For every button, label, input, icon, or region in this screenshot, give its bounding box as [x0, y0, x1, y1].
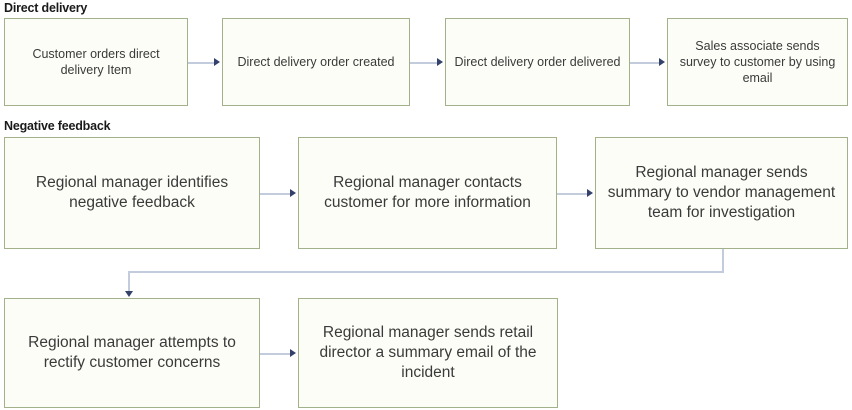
connector-nf-4-to-5-line [260, 353, 292, 355]
node-label: Regional manager identifies negative fee… [35, 174, 229, 211]
node-regional-manager-sends-summary-to-vendor[interactable]: Regional manager sends summary to vendor… [595, 137, 848, 249]
connector-nf-2-to-3-line [557, 193, 589, 195]
connector-dd-1-to-2-line [188, 62, 216, 64]
node-regional-manager-attempts-to-rectify[interactable]: Regional manager attempts to rectify cus… [4, 298, 260, 408]
node-customer-orders-direct-delivery-item[interactable]: Customer orders direct delivery Item [4, 18, 188, 106]
section-heading-negative-feedback: Negative feedback [4, 119, 111, 133]
connector-nf-3-to-4-segment-down [722, 249, 724, 272]
connector-nf-4-to-5-arrowhead-icon [290, 349, 296, 357]
node-label: Sales associate sends survey to customer… [679, 39, 836, 85]
connector-nf-3-to-4-segment-left [128, 271, 724, 273]
section-heading-direct-delivery: Direct delivery [4, 1, 88, 15]
node-label: Regional manager sends retail director a… [319, 324, 537, 381]
connector-nf-2-to-3-arrowhead-icon [587, 189, 593, 197]
node-label: Regional manager contacts customer for m… [324, 174, 531, 211]
node-label: Regional manager sends summary to vendor… [607, 164, 836, 221]
node-label: Direct delivery order created [237, 55, 395, 69]
node-direct-delivery-order-created[interactable]: Direct delivery order created [222, 18, 410, 106]
node-sales-associate-sends-survey[interactable]: Sales associate sends survey to customer… [667, 18, 848, 106]
node-direct-delivery-order-delivered[interactable]: Direct delivery order delivered [445, 18, 630, 106]
connector-dd-2-to-3-line [410, 62, 439, 64]
connector-nf-1-to-2-arrowhead-icon [290, 189, 296, 197]
connector-dd-3-to-4-arrowhead-icon [659, 58, 665, 66]
connector-dd-1-to-2-arrowhead-icon [214, 58, 220, 66]
connector-nf-1-to-2-line [260, 193, 292, 195]
connector-nf-3-to-4-arrowhead-icon [125, 291, 133, 297]
node-label: Regional manager attempts to rectify cus… [28, 334, 236, 371]
node-label: Direct delivery order delivered [454, 55, 621, 69]
connector-dd-2-to-3-arrowhead-icon [437, 58, 443, 66]
node-label: Customer orders direct delivery Item [32, 47, 160, 77]
connector-nf-3-to-4-segment-down-2 [128, 271, 130, 293]
connector-dd-3-to-4-line [630, 62, 661, 64]
node-regional-manager-sends-retail-director-summary[interactable]: Regional manager sends retail director a… [298, 298, 558, 408]
node-regional-manager-contacts-customer[interactable]: Regional manager contacts customer for m… [298, 137, 557, 249]
node-regional-manager-identifies-negative-feedback[interactable]: Regional manager identifies negative fee… [4, 137, 260, 249]
